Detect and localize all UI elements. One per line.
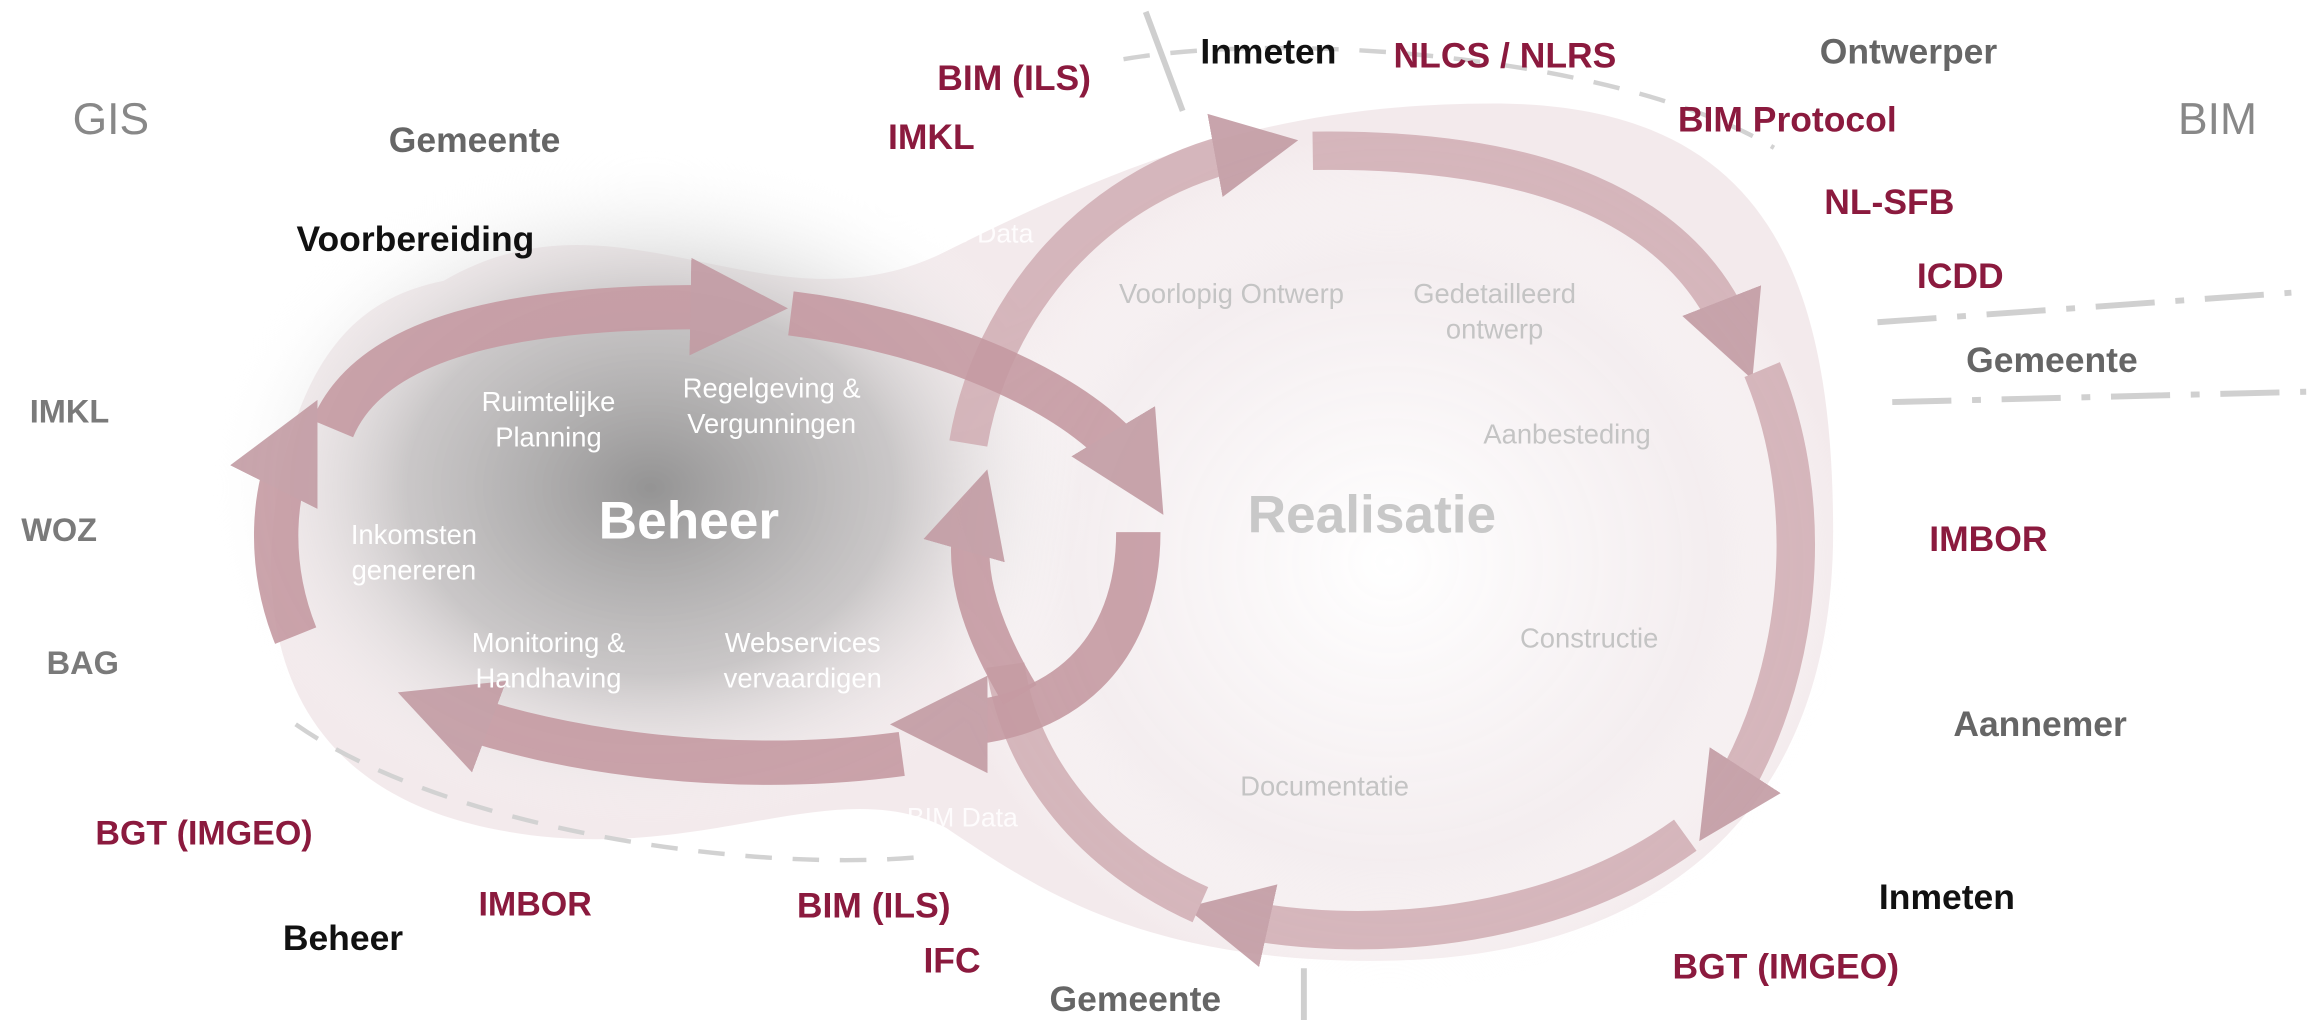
cycle-step-gedetailleerd: Gedetailleerd ontwerp [1413, 277, 1576, 345]
ontwerper-label: Ontwerper [1819, 32, 1998, 73]
right-imbor-label: IMBOR [1929, 520, 2048, 560]
top-imkl-label: IMKL [887, 117, 975, 158]
bottom-inmeten-label: Inmeten [1878, 877, 2015, 918]
cycle-step-documentatie: Documentatie [1240, 770, 1409, 802]
cycle-step-planning: Ruimtelijke Planning [481, 385, 616, 453]
dashed-guides [294, 45, 1776, 863]
realisatie-pale-area [931, 133, 1848, 991]
right-gemeente-label: Gemeente [1966, 341, 2138, 382]
inner-return-arrow [923, 469, 1037, 705]
bim-corner-label: BIM [2178, 95, 2257, 145]
icdd-label: ICDD [1916, 256, 2004, 297]
left-gemeente-label: Gemeente [388, 120, 561, 161]
left-imbor-label: IMBOR [478, 884, 592, 923]
right-bgt-label: BGT (IMGEO) [1672, 947, 1900, 988]
bottom-bim-ils-label: BIM (ILS) [796, 886, 951, 927]
bag-label: BAG [46, 644, 119, 682]
top-bim-ils-label: BIM (ILS) [937, 58, 1091, 99]
gis-data-flow-label: GIS Data [923, 218, 1034, 249]
bottom-gemeente-label: Gemeente [1049, 979, 1222, 1020]
cycle-step-regelgeving: Regelgeving & Vergunningen [682, 372, 861, 440]
voorbereiding-label: Voorbereiding [296, 219, 535, 260]
cycle-step-voorlopig: Voorlopig Ontwerp [1118, 277, 1344, 309]
nl-sfb-label: NL-SFB [1824, 183, 1955, 223]
cycle-step-aanbesteding: Aanbesteding [1483, 418, 1651, 450]
ifc-label: IFC [923, 941, 981, 982]
bim-protocol-label: BIM Protocol [1677, 100, 1897, 141]
nlcs-nlrs-label: NLCS / NLRS [1393, 36, 1617, 77]
woz-label: WOZ [21, 511, 98, 549]
gis-corner-label: GIS [72, 95, 150, 145]
aannemer-label: Aannemer [1953, 704, 2127, 745]
cycle-step-inkomsten: Inkomsten genereren [350, 518, 478, 586]
beheer-phase-label: Beheer [282, 919, 404, 960]
left-imkl-label: IMKL [29, 393, 110, 431]
beheer-arrows [230, 257, 1164, 785]
cycle-step-monitoring: Monitoring & Handhaving [471, 626, 626, 694]
bim-data-flow-label: BIM Data [906, 802, 1018, 833]
left-bgt-label: BGT (IMGEO) [95, 813, 313, 852]
divider-right [1877, 289, 2307, 406]
beheer-center-title: Beheer [598, 489, 780, 551]
divider-top [1142, 10, 1186, 112]
cycle-step-webservices: Webservices vervaardigen [723, 626, 882, 694]
realisatie-center-title: Realisatie [1247, 483, 1497, 545]
top-inmeten-label: Inmeten [1200, 32, 1337, 73]
cycle-step-constructie: Constructie [1520, 622, 1659, 654]
